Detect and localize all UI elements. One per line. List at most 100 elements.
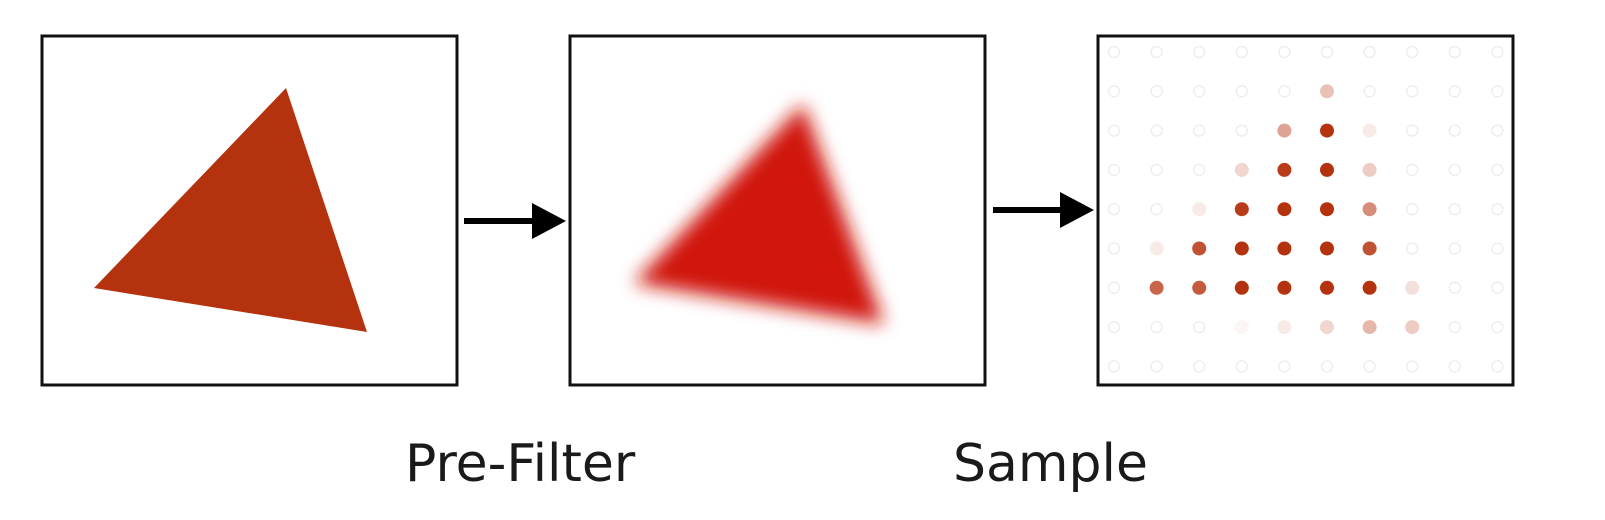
arrow-prefilter bbox=[464, 203, 566, 239]
sample-dot bbox=[1150, 163, 1163, 177]
sample-dot bbox=[1192, 241, 1207, 256]
sample-dot bbox=[1448, 85, 1461, 98]
sample-dot bbox=[1234, 241, 1249, 256]
sample-dot bbox=[1150, 203, 1163, 216]
sample-dot bbox=[1107, 85, 1121, 98]
sample-dot bbox=[1277, 241, 1292, 256]
sample-dot bbox=[1107, 163, 1121, 177]
prefilter-caption: Pre-Filter bbox=[405, 434, 636, 494]
sample-dot bbox=[1278, 45, 1291, 59]
sample-dot bbox=[1278, 360, 1291, 373]
sampled-panel-frame bbox=[1096, 34, 1515, 387]
sample-dot bbox=[1448, 242, 1461, 255]
sample-dot bbox=[1149, 241, 1164, 256]
sample-dot bbox=[1149, 280, 1164, 295]
sample-dot bbox=[1193, 45, 1206, 59]
sample-dot bbox=[1491, 163, 1504, 177]
sample-dot bbox=[1406, 124, 1419, 137]
sample-dot bbox=[1491, 45, 1504, 59]
sample-dot bbox=[1491, 124, 1504, 137]
sample-dot bbox=[1491, 281, 1504, 294]
sample-dot bbox=[1320, 45, 1334, 59]
sample-dot bbox=[1406, 203, 1419, 216]
sample-dot bbox=[1107, 124, 1121, 137]
blurred-triangle bbox=[634, 104, 884, 324]
sample-dot bbox=[1363, 45, 1376, 59]
sampled-panel bbox=[1096, 34, 1515, 387]
sample-dot bbox=[1320, 162, 1334, 177]
sample-dot bbox=[1235, 360, 1248, 373]
arrow-sample-head bbox=[1060, 192, 1094, 228]
sample-dot bbox=[1150, 85, 1163, 98]
sample-dot bbox=[1362, 202, 1377, 217]
sample-dot bbox=[1406, 242, 1419, 255]
sample-dot-grid bbox=[1107, 45, 1504, 373]
prefiltered-panel bbox=[568, 34, 987, 387]
arrow-prefilter-head bbox=[532, 203, 566, 239]
sample-dot bbox=[1150, 360, 1163, 373]
sample-dot bbox=[1448, 124, 1461, 137]
sample-dot bbox=[1320, 123, 1334, 138]
sample-dot bbox=[1491, 242, 1504, 255]
sample-dot bbox=[1405, 280, 1420, 295]
sample-dot bbox=[1192, 202, 1207, 217]
sample-dot bbox=[1320, 241, 1334, 256]
sample-dot bbox=[1107, 281, 1121, 294]
arrow-sample bbox=[993, 192, 1094, 228]
sample-dot bbox=[1277, 320, 1292, 335]
sample-dot bbox=[1491, 360, 1504, 373]
sample-dot bbox=[1193, 163, 1206, 177]
sample-dot bbox=[1491, 203, 1504, 216]
sample-dot bbox=[1405, 320, 1420, 335]
sample-dot bbox=[1150, 320, 1163, 334]
sample-dot bbox=[1448, 320, 1461, 334]
sample-dot bbox=[1234, 320, 1249, 335]
sample-dot bbox=[1234, 202, 1249, 217]
sample-dot bbox=[1192, 280, 1207, 295]
sample-dot bbox=[1193, 85, 1206, 98]
sample-dot bbox=[1234, 162, 1249, 177]
sample-dot bbox=[1362, 320, 1377, 335]
sample-dot bbox=[1107, 242, 1121, 255]
sample-dot bbox=[1150, 45, 1163, 59]
sample-dot bbox=[1235, 124, 1248, 137]
sample-dot bbox=[1362, 162, 1377, 177]
sample-dot bbox=[1491, 85, 1504, 98]
sample-dot bbox=[1320, 202, 1334, 217]
sample-dot bbox=[1235, 45, 1248, 59]
sample-dot bbox=[1448, 163, 1461, 177]
sample-dot bbox=[1362, 241, 1377, 256]
sample-dot bbox=[1320, 84, 1334, 99]
sample-dot bbox=[1107, 45, 1121, 59]
sample-dot bbox=[1491, 320, 1504, 334]
sample-dot bbox=[1235, 85, 1248, 98]
sample-dot bbox=[1362, 123, 1377, 138]
sample-dot bbox=[1448, 360, 1461, 373]
sample-dot bbox=[1406, 45, 1419, 59]
sample-dot bbox=[1278, 85, 1291, 98]
sample-dot bbox=[1234, 280, 1249, 295]
sample-dot bbox=[1406, 163, 1419, 177]
sample-dot bbox=[1107, 320, 1121, 334]
sample-dot bbox=[1277, 202, 1292, 217]
sample-dot bbox=[1277, 123, 1292, 138]
sample-dot bbox=[1277, 280, 1292, 295]
sample-dot bbox=[1150, 124, 1163, 137]
sample-dot bbox=[1320, 320, 1334, 335]
sample-dot bbox=[1193, 124, 1206, 137]
sample-dot bbox=[1448, 45, 1461, 59]
sample-dot bbox=[1107, 203, 1121, 216]
sample-dot bbox=[1362, 280, 1377, 295]
sample-dot bbox=[1363, 85, 1376, 98]
sample-dot bbox=[1193, 360, 1206, 373]
sample-dot bbox=[1193, 320, 1206, 334]
sample-dot bbox=[1320, 360, 1334, 373]
sample-dot bbox=[1448, 203, 1461, 216]
sample-dot bbox=[1363, 360, 1376, 373]
sample-dot bbox=[1277, 162, 1292, 177]
sample-dot bbox=[1107, 360, 1121, 373]
sample-dot bbox=[1448, 281, 1461, 294]
sample-dot bbox=[1406, 360, 1419, 373]
original-triangle bbox=[94, 88, 367, 332]
